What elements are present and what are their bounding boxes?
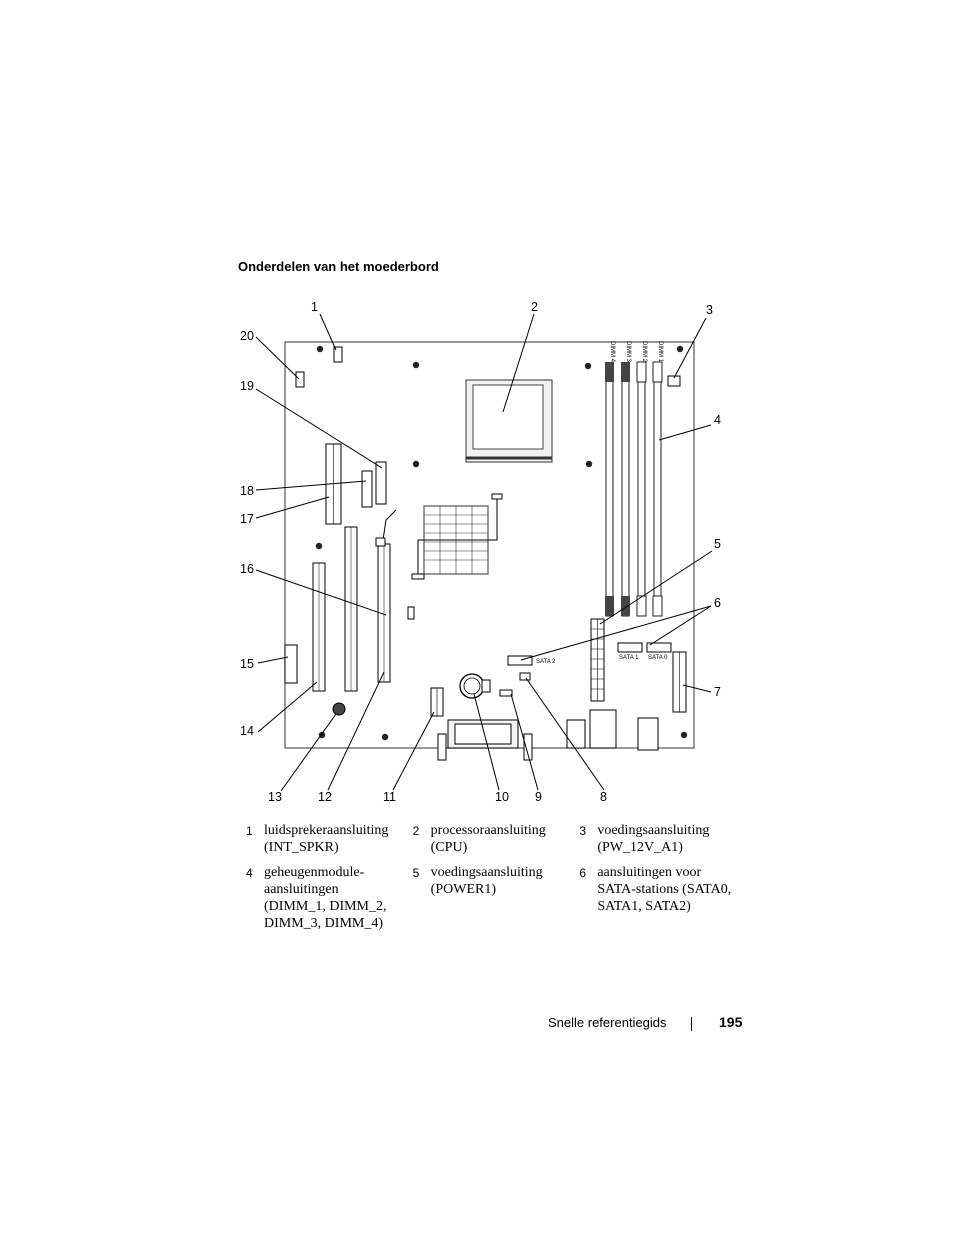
sata-2-label: SATA 2 [536,659,556,665]
callout-13: 13 [268,790,282,804]
legend-text: geheugenmodule-aansluitingen (DIMM_1, DI… [264,865,387,931]
callout-3: 3 [706,303,713,317]
expansion-slots [312,509,415,692]
legend-text: processoraansluiting (CPU) [430,823,546,855]
dimm-3-label: DIMM 3 [625,341,631,363]
rear-io [437,709,659,761]
header-8 [519,672,531,681]
floppy-connector [672,651,687,713]
serial-header [284,644,298,684]
sata-0-label: SATA 0 [648,655,668,661]
dimm-4-label: DIMM 4 [609,341,615,363]
page-title: Onderdelen van het moederbord [238,259,439,274]
callout-20: 20 [240,329,254,343]
legend-text: voedingsaansluiting (PW_12V_A1) [597,823,710,855]
callout-19: 19 [240,379,254,393]
dimm-1-label: DIMM 1 [657,341,663,363]
capacitor [332,702,346,716]
legend-item: 5 voedingsaansluiting (POWER1) [407,864,574,932]
front-panel-header [430,687,444,717]
header-19 [375,461,387,505]
speaker-connector [333,346,343,363]
callout-5: 5 [714,537,721,551]
legend-item: 4 geheugenmodule-aansluitingen (DIMM_1, … [240,864,407,932]
callout-7: 7 [714,685,721,699]
callout-17: 17 [240,512,254,526]
dimm-silkscreen: DIMM 4 DIMM 3 DIMM 2 DIMM 1 [609,341,663,363]
callout-1: 1 [311,300,318,314]
legend-row: 4 geheugenmodule-aansluitingen (DIMM_1, … [240,864,740,932]
callout-18: 18 [240,484,254,498]
legend-text: aansluitingen voor SATA-stations (SATA0,… [597,865,732,914]
header-18 [361,470,373,508]
dimm-2-label: DIMM 2 [641,341,647,363]
page-number: 195 [719,1014,743,1030]
legend-text: voedingsaansluiting (POWER1) [430,865,543,897]
legend-number: 2 [412,824,420,838]
legend-number: 1 [246,824,253,838]
legend-row: 1 luidsprekeraansluiting (INT_SPKR) 2 pr… [240,822,740,856]
legend-number: 4 [246,866,253,880]
legend-number: 3 [579,824,587,838]
header-9 [499,689,513,697]
callout-4: 4 [714,413,721,427]
legend-item: 6 aansluitingen voor SATA-stations (SATA… [573,864,740,932]
fan-connector [295,371,305,388]
legend-text: luidsprekeraansluiting (INT_SPKR) [264,823,389,855]
legend-table: 1 luidsprekeraansluiting (INT_SPKR) 2 pr… [240,822,740,940]
callout-2: 2 [531,300,538,314]
legend-item: 3 voedingsaansluiting (PW_12V_A1) [573,822,740,856]
callout-9: 9 [535,790,542,804]
chipset-heatsink [411,493,503,580]
dimm-slots [605,361,663,617]
sata-connectors [507,642,672,666]
callout-16: 16 [240,562,254,576]
legend-item: 2 processoraansluiting (CPU) [407,822,574,856]
footer-separator [691,1017,692,1031]
callout-leaders [255,313,713,792]
callout-15: 15 [240,657,254,671]
power-12v-connector [667,375,681,387]
callout-11: 11 [383,790,396,804]
footer-section-title: Snelle referentiegids [548,1015,667,1030]
legend-number: 5 [412,866,420,880]
cpu-socket [465,379,553,463]
legend-item: 1 luidsprekeraansluiting (INT_SPKR) [240,822,407,856]
callout-8: 8 [600,790,607,804]
legend-number: 6 [579,866,587,880]
callout-10: 10 [495,790,509,804]
callout-6: 6 [714,596,721,610]
callout-numbers: 1 2 3 4 5 6 7 8 9 10 11 12 13 14 15 16 1… [240,300,721,804]
battery [459,673,491,699]
main-power-connector [590,618,605,702]
callout-14: 14 [240,724,254,738]
mounting-holes [315,345,688,741]
sata-1-label: SATA 1 [619,655,639,661]
callout-12: 12 [318,790,332,804]
